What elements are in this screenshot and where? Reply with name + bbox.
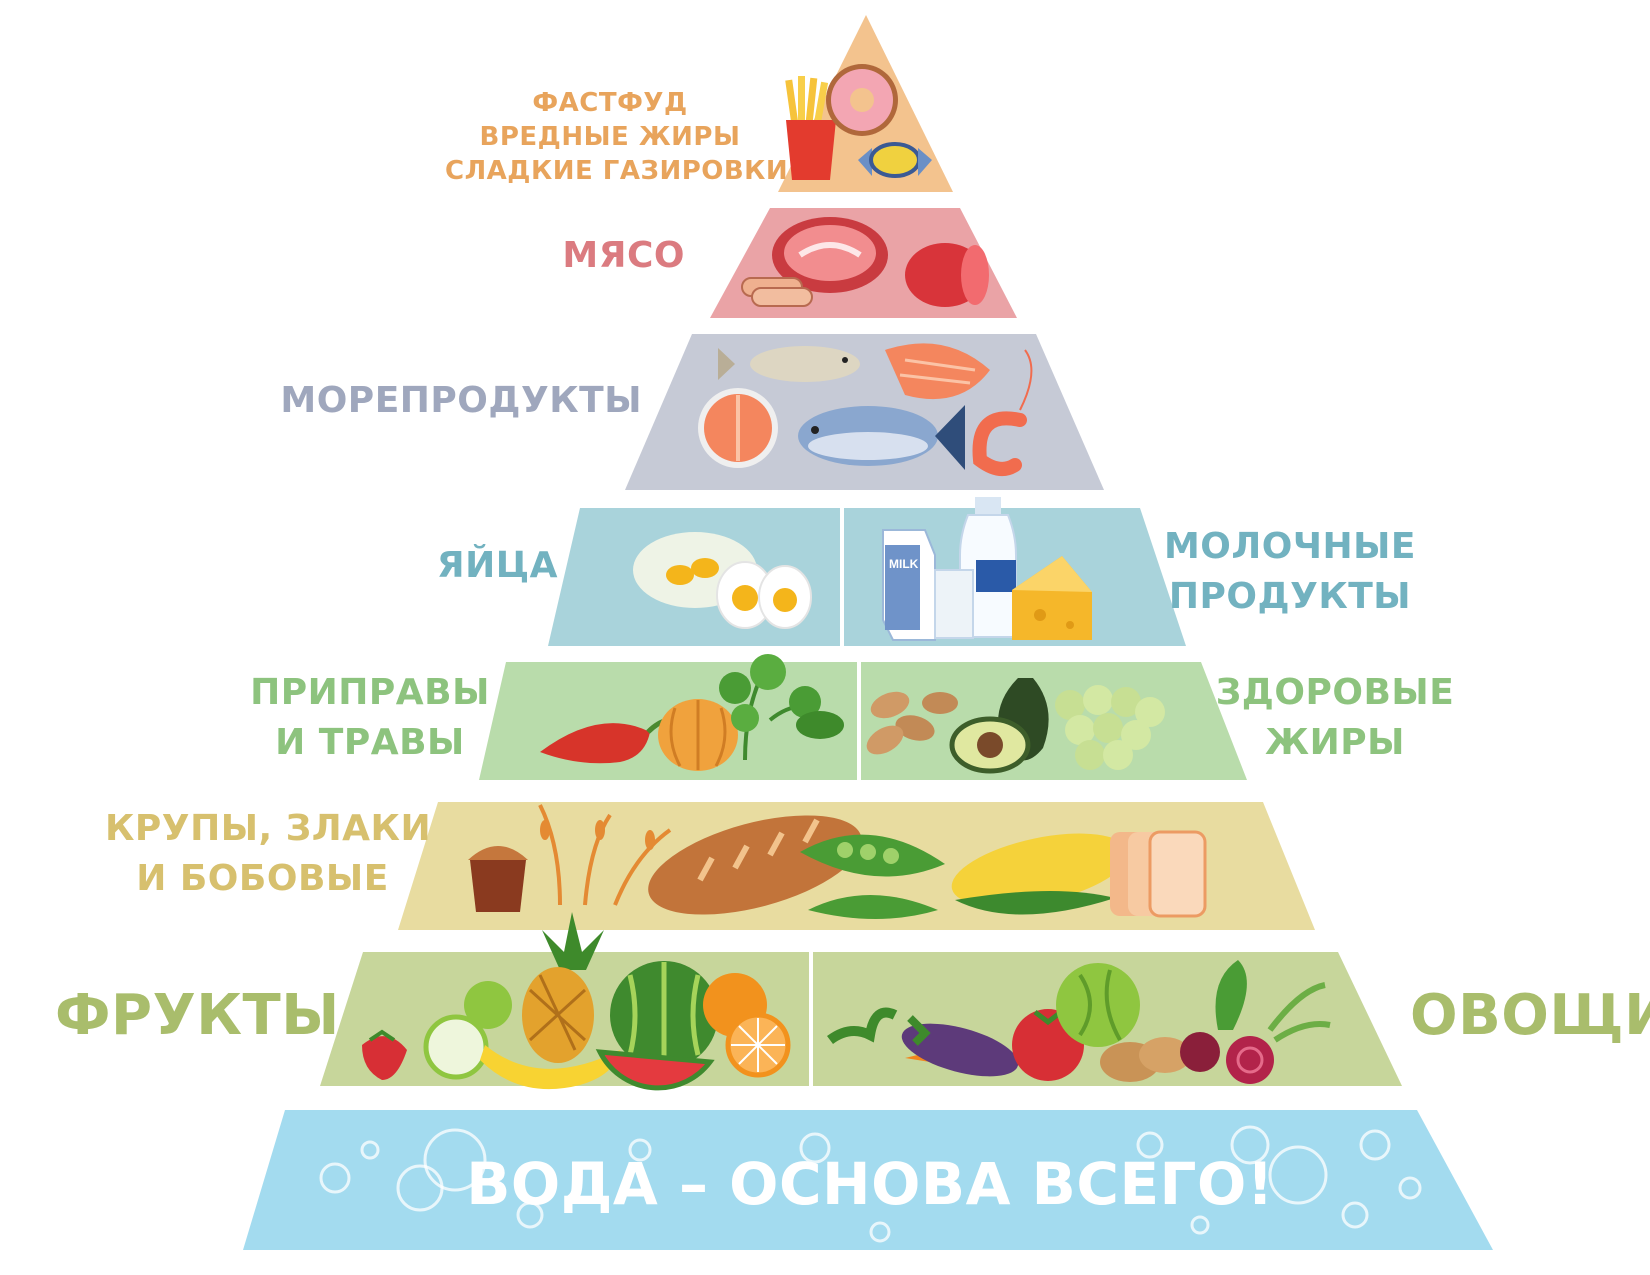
peas-icon xyxy=(800,834,945,919)
watermelon-icon xyxy=(595,961,718,1091)
label-dairy-line-2: ПРОДУКТЫ xyxy=(1168,576,1412,617)
label-vegetables: ОВОЩИ xyxy=(1410,983,1650,1048)
label-fats-line-2: ЖИРЫ xyxy=(1265,722,1405,763)
fish-icon xyxy=(718,346,860,382)
banana-icon xyxy=(480,1045,620,1090)
onion-icon xyxy=(658,699,738,771)
wheat-icon xyxy=(538,804,672,906)
orange-icon xyxy=(703,973,791,1078)
bubbles-icon xyxy=(319,1125,1422,1243)
label-eggs: ЯЙЦА xyxy=(436,545,558,586)
candy-icon xyxy=(858,142,932,178)
label-dairy: МОЛОЧНЫЕ ПРОДУКТЫ xyxy=(1155,522,1425,622)
label-grains-line-2: И БОБОВЫЕ xyxy=(136,858,389,899)
eggs-icon xyxy=(633,532,812,629)
label-fats: ЗДОРОВЫЕ ЖИРЫ xyxy=(1215,668,1455,768)
almonds-icon xyxy=(866,691,958,755)
cheese-icon xyxy=(1012,556,1092,640)
donut-icon xyxy=(826,64,898,136)
label-dairy-line-1: МОЛОЧНЫЕ xyxy=(1163,526,1417,567)
grapes-icon xyxy=(1055,685,1165,770)
bread-slices-icon xyxy=(1110,830,1207,918)
beetroot-icon xyxy=(1180,960,1331,1084)
tuna-icon xyxy=(798,405,965,470)
label-fruits: ФРУКТЫ xyxy=(55,983,340,1048)
label-herbs: ПРИПРАВЫ И ТРАВЫ xyxy=(245,668,495,768)
label-junk-line-2: ВРЕДНЫЕ ЖИРЫ xyxy=(479,122,741,152)
milk-carton-text: MILK xyxy=(889,557,919,571)
label-junk: ФАСТФУД ВРЕДНЫЕ ЖИРЫ СЛАДКИЕ ГАЗИРОВКИ xyxy=(445,86,789,188)
label-grains-line-1: КРУПЫ, ЗЛАКИ xyxy=(105,808,432,849)
french-fries-icon xyxy=(785,76,836,180)
strawberry-icon xyxy=(362,1029,407,1080)
salmon-fillet-icon xyxy=(885,343,990,400)
ham-icon xyxy=(905,243,989,307)
label-fats-line-1: ЗДОРОВЫЕ xyxy=(1215,672,1455,713)
label-herbs-line-2: И ТРАВЫ xyxy=(275,722,465,763)
label-herbs-line-1: ПРИПРАВЫ xyxy=(250,672,490,713)
milk-carton-icon: MILK xyxy=(882,529,936,641)
milk-bottle-icon xyxy=(934,497,1017,639)
muffin-icon xyxy=(468,846,528,912)
label-meat: МЯСО xyxy=(562,235,685,276)
steak-icon xyxy=(772,217,888,293)
avocado-icon xyxy=(949,678,1049,774)
potato-icon xyxy=(1100,1037,1191,1082)
label-grains: КРУПЫ, ЗЛАКИ И БОБОВЫЕ xyxy=(105,804,432,904)
label-junk-line-1: ФАСТФУД xyxy=(532,88,688,118)
bread-loaf-icon xyxy=(648,815,862,915)
eggplant-icon xyxy=(901,1015,1019,1077)
tier-water xyxy=(243,1110,1493,1250)
pineapple-icon xyxy=(522,912,604,1063)
shrimp-icon xyxy=(972,349,1033,476)
salmon-steak-icon xyxy=(698,388,778,468)
cabbage-icon xyxy=(1056,963,1140,1047)
label-junk-line-3: СЛАДКИЕ ГАЗИРОВКИ xyxy=(445,156,789,186)
corn-icon xyxy=(951,833,1129,915)
label-seafood: МОРЕПРОДУКТЫ xyxy=(280,380,642,421)
label-water: ВОДА – ОСНОВА ВСЕГО! xyxy=(466,1150,1274,1218)
parsley-icon xyxy=(719,654,844,761)
sausage-icon xyxy=(741,277,813,307)
